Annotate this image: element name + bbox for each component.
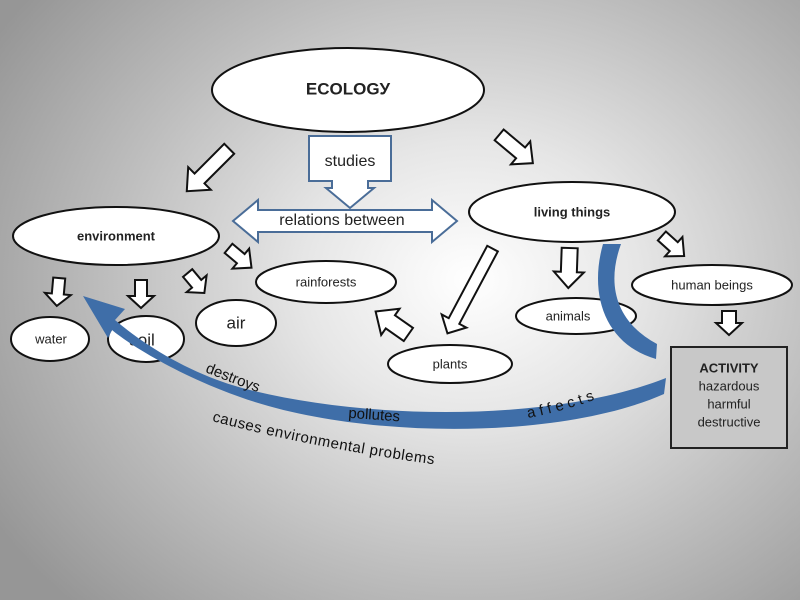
arrow-env-to-rainforests — [223, 242, 253, 270]
air-node: air — [195, 299, 277, 347]
pollutes-label: pollutes — [348, 405, 401, 426]
ecology-label: ECOLOGУ — [306, 79, 391, 98]
living-things-label: living things — [534, 204, 611, 219]
studies-label: studies — [325, 153, 376, 170]
activity-line-destructive: destructive — [698, 414, 761, 429]
arrow-living-to-animals — [551, 246, 587, 290]
arrow-plants-to-rainforests — [374, 307, 415, 343]
rainforests-label: rainforests — [296, 274, 357, 289]
activity-line-hazardous: hazardous — [699, 378, 760, 393]
arrow-ecology-to-environment — [185, 142, 236, 193]
blue-arrow-living-to-activity — [597, 244, 657, 359]
arrow-living-to-plants — [440, 244, 500, 335]
water-label: water — [34, 331, 67, 346]
arrow-living-to-humans — [656, 230, 686, 258]
arrow-env-to-water — [42, 276, 74, 308]
ecology-node: ECOLOGУ — [211, 47, 485, 133]
human-beings-label: human beings — [671, 277, 753, 292]
arrow-humans-to-activity — [713, 310, 745, 337]
human-beings-node: human beings — [631, 264, 793, 306]
activity-title: ACTIVITY — [699, 360, 759, 375]
relations-label: relations between — [279, 212, 404, 229]
plants-node: plants — [387, 344, 513, 384]
environment-node: environment — [12, 206, 220, 266]
studies-callout: studies — [308, 135, 392, 210]
soil-node: soil — [107, 315, 185, 363]
arrow-ecology-to-living-things — [493, 128, 534, 166]
environment-label: environment — [77, 228, 156, 243]
water-node: water — [10, 316, 90, 362]
rainforests-node: rainforests — [255, 260, 397, 304]
living-things-node: living things — [468, 181, 676, 243]
activity-box: ACTIVITY hazardous harmful destructive — [670, 346, 788, 449]
animals-label: animals — [546, 308, 591, 323]
plants-label: plants — [433, 356, 468, 371]
activity-line-harmful: harmful — [707, 396, 750, 411]
relations-arrow: relations between — [231, 197, 459, 245]
arrow-env-to-soil — [125, 279, 157, 310]
arrow-env-to-air — [181, 267, 208, 295]
air-label: air — [227, 313, 246, 332]
